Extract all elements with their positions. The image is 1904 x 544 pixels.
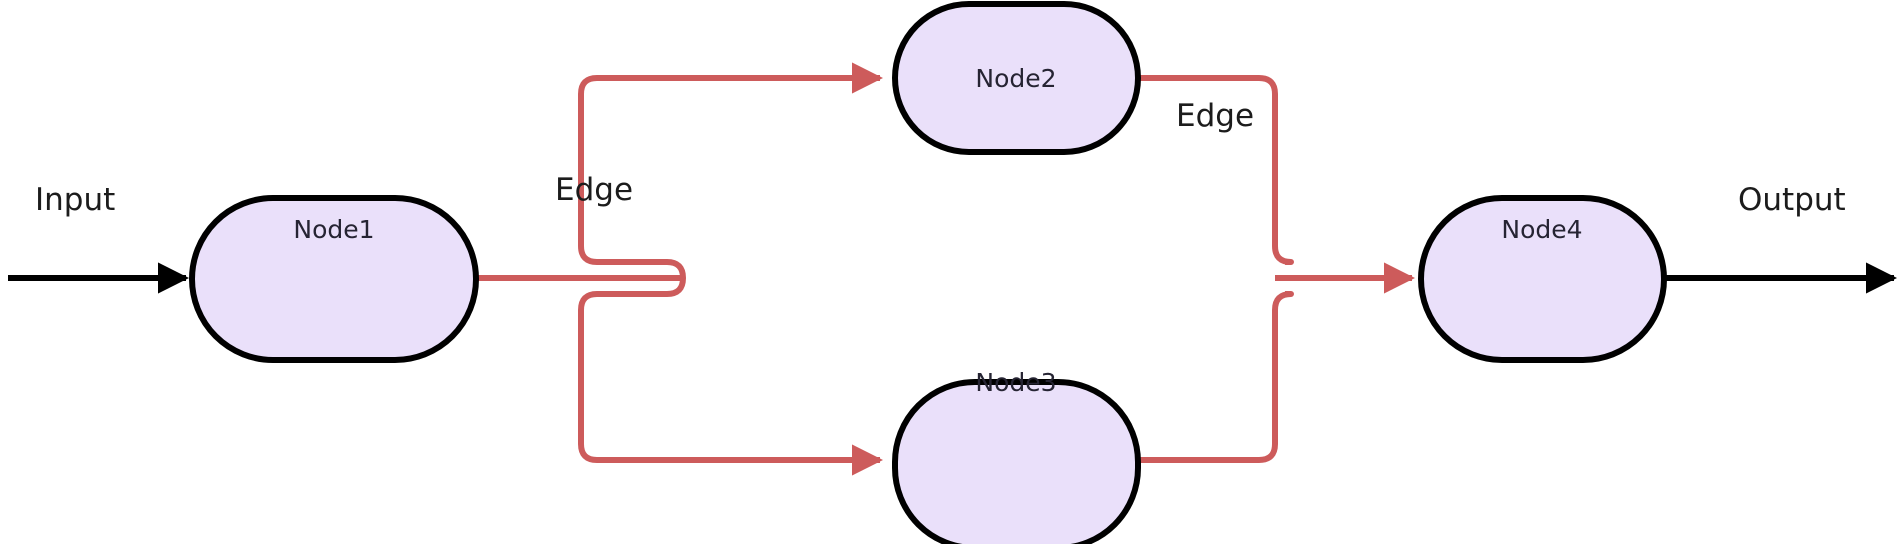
input-label: Input: [35, 182, 115, 218]
node3-label: Node3: [975, 368, 1056, 397]
node1-shape[interactable]: [189, 195, 479, 363]
node-node1[interactable]: Node1: [189, 195, 479, 363]
node4-shape[interactable]: [1418, 195, 1667, 363]
edge-node3-to-merge: [1138, 291, 1294, 463]
output-label: Output: [1738, 182, 1846, 218]
edge-branch-to-node3: [578, 277, 884, 476]
edge-label-right: Edge: [1176, 98, 1254, 134]
node3-shape[interactable]: [892, 379, 1141, 544]
node-node2[interactable]: Node2: [892, 1, 1141, 155]
node-node4[interactable]: Node4: [1418, 195, 1667, 363]
edge-node2-to-merge: [1138, 75, 1294, 265]
node2-shape[interactable]: [892, 1, 1141, 155]
node1-label: Node1: [293, 215, 374, 244]
node2-label: Node2: [975, 64, 1056, 93]
node-node3[interactable]: Node3: [892, 368, 1141, 544]
edge-branch-to-node2: [578, 62, 884, 279]
edge-label-left: Edge: [555, 172, 633, 208]
node4-label: Node4: [1501, 215, 1582, 244]
